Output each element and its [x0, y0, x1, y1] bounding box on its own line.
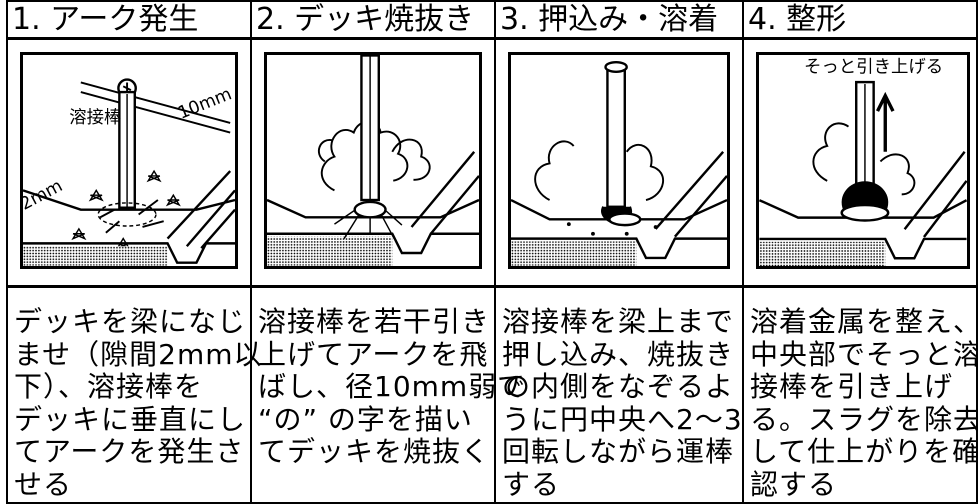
- step-1-description: デッキを梁になじ ませ（隙間2mm以 下）、溶接棒を デッキに垂直にし てアーク…: [6, 288, 263, 504]
- description-line: 溶接棒を梁上まで: [502, 305, 735, 338]
- description-line: 接棒を引き上げ: [750, 370, 954, 403]
- description-line: “の” の字を描い: [258, 402, 473, 436]
- description-line: 押し込み、焼抜き: [502, 337, 735, 371]
- step-3-description: 溶接棒を梁上まで 押し込み、焼抜き の内側をなぞるよ うに円中央へ2〜3 回転し…: [494, 288, 744, 504]
- step-2-illustration-cell: [250, 38, 496, 288]
- finishing-drawing: そっと引き上げる: [759, 57, 967, 266]
- description-line: ませ（隙間2mm以: [14, 337, 263, 371]
- step-2: 2. デッキ焼抜き: [250, 0, 527, 504]
- step-1-title: 1. アーク発生: [6, 0, 252, 40]
- description-line: てアークを発生さ: [14, 435, 245, 468]
- step-3-title: 3. 押込み・溶着: [494, 0, 744, 40]
- description-line: る。スラグを除去: [750, 402, 978, 436]
- description-line: の内側をなぞるよ: [502, 370, 735, 403]
- step-2-title: 2. デッキ焼抜き: [250, 0, 496, 40]
- step-3-illustration-cell: [494, 38, 744, 288]
- step-4-illustration-cell: そっと引き上げる: [742, 38, 978, 288]
- step-4-description: 溶着金属を整え、 中央部でそっと溶 接棒を引き上げ る。スラグを除去 して仕上が…: [742, 288, 978, 504]
- step-3: 3. 押込み・溶着: [494, 0, 744, 504]
- step-4: 4. 整形 そっと引き上げる: [742, 0, 978, 504]
- description-line: 上げてアークを飛: [258, 337, 489, 371]
- description-line: ばし、径10mm弱で: [258, 370, 527, 403]
- description-line: 中央部でそっと溶: [750, 337, 978, 371]
- pull-up-label: そっと引き上げる: [804, 57, 943, 77]
- description-line: して仕上がりを確: [750, 435, 978, 468]
- step-2-description: 溶接棒を若干引き 上げてアークを飛 ばし、径10mm弱で “の” の字を描い て…: [250, 288, 527, 504]
- step-1-illustration-cell: 10mm 溶接棒 2mm: [6, 38, 252, 288]
- rod-label: 溶接棒: [69, 108, 121, 128]
- description-line: 認する: [750, 467, 838, 501]
- press-weld-drawing: [511, 60, 727, 266]
- description-line: 溶着金属を整え、: [750, 305, 978, 338]
- description-line: うに円中央へ2〜3: [502, 402, 743, 436]
- description-line: せる: [14, 467, 73, 501]
- step-1-illustration: 10mm 溶接棒 2mm: [20, 52, 238, 269]
- step-3-illustration: [508, 52, 730, 269]
- dim-width-label: 10mm: [175, 84, 234, 123]
- arc-start-drawing: 10mm 溶接棒 2mm: [23, 78, 235, 266]
- description-line: 溶接棒を若干引き: [258, 305, 491, 338]
- description-line: デッキに垂直にし: [14, 402, 247, 436]
- description-line: てデッキを焼抜く: [258, 435, 491, 468]
- step-4-title: 4. 整形: [742, 0, 978, 40]
- description-line: デッキを梁になじ: [14, 305, 247, 338]
- deck-burnthrough-drawing: [267, 55, 479, 266]
- step-1: 1. アーク発生 10mm 溶接棒: [6, 0, 263, 504]
- dim-gap-label: 2mm: [23, 176, 66, 215]
- description-line: する: [502, 467, 561, 501]
- description-line: 回転しながら運棒: [502, 435, 735, 468]
- description-line: 下）、溶接棒を: [14, 370, 204, 403]
- step-2-illustration: [264, 52, 482, 269]
- step-4-illustration: そっと引き上げる: [756, 52, 970, 269]
